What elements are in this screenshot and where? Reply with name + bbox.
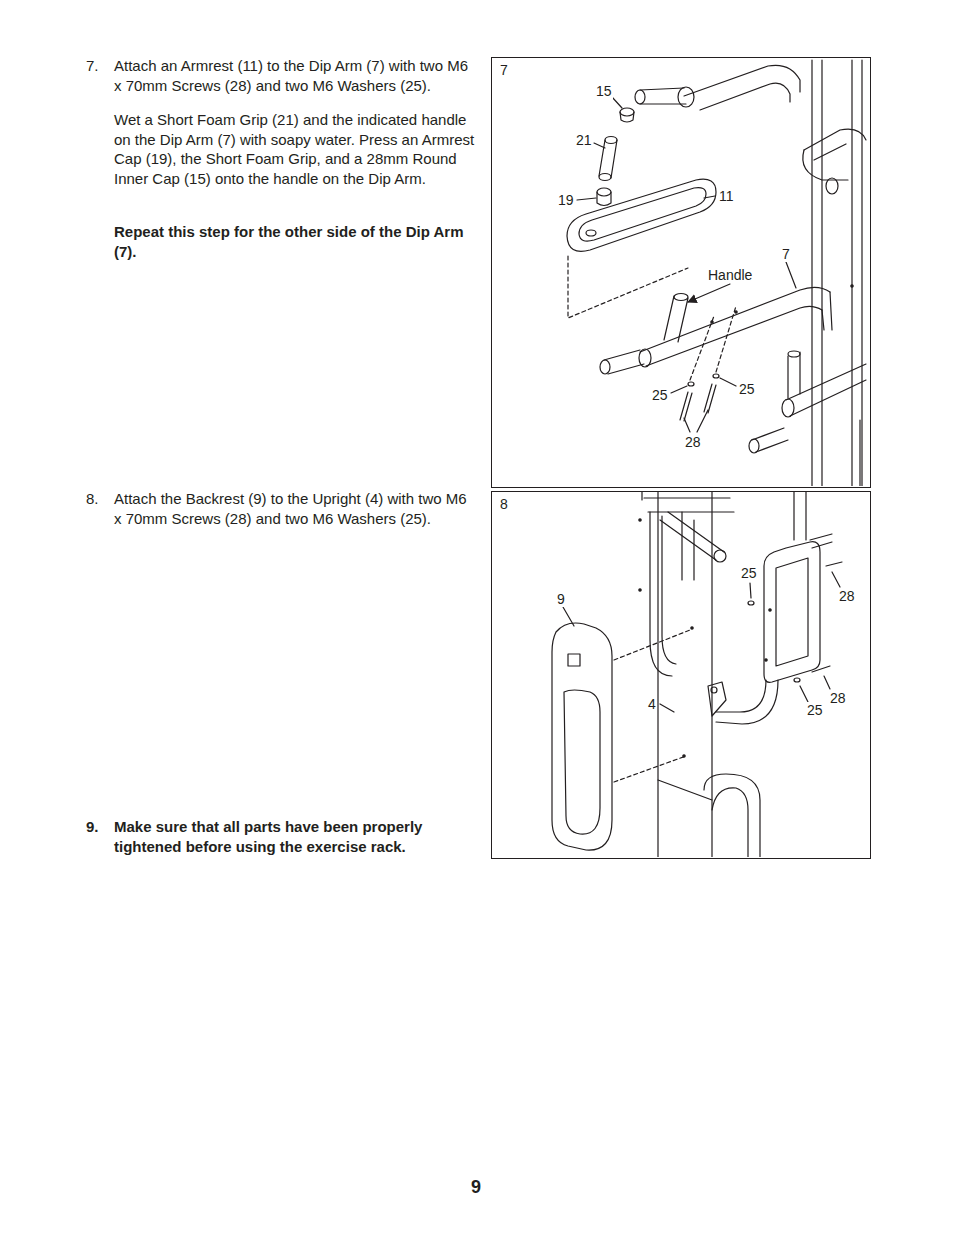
callout-number: 25 [740, 565, 758, 581]
callout-number: 4 [647, 696, 657, 712]
instruction-note: Repeat this step for the other side of t… [114, 222, 476, 261]
figure-panel: 7 [491, 57, 871, 488]
callout-number: 28 [829, 690, 847, 706]
callout-number: 19 [557, 192, 575, 208]
figure-panel: 8 [491, 491, 871, 859]
instruction-text: Wet a Short Foam Grip (21) and the indic… [114, 110, 476, 188]
callout-number: 21 [575, 132, 593, 148]
figure-number: 8 [492, 492, 508, 512]
instruction-note: Make sure that all parts have been prope… [114, 817, 476, 856]
callout-number: 28 [838, 588, 856, 604]
callout-label: Handle [707, 267, 753, 283]
callout-number: 25 [651, 387, 669, 403]
figure-number: 7 [492, 58, 508, 78]
figure-8-drawing [552, 492, 842, 857]
step-number: 8. [86, 489, 99, 509]
callout-number: 15 [595, 83, 613, 99]
step-number: 7. [86, 56, 99, 76]
callout-number: 9 [556, 591, 566, 607]
callout-number: 25 [806, 702, 824, 718]
callout-number: 11 [718, 188, 735, 204]
callout-number: 28 [684, 434, 702, 450]
figure-7-drawing [567, 60, 866, 486]
page-number: 9 [471, 1177, 481, 1198]
step-number: 9. [86, 817, 99, 837]
instruction-text: Attach an Armrest (11) to the Dip Arm (7… [114, 56, 476, 95]
instruction-text: Attach the Backrest (9) to the Upright (… [114, 489, 476, 528]
callout-number: 7 [781, 246, 791, 262]
callout-number: 25 [738, 381, 756, 397]
